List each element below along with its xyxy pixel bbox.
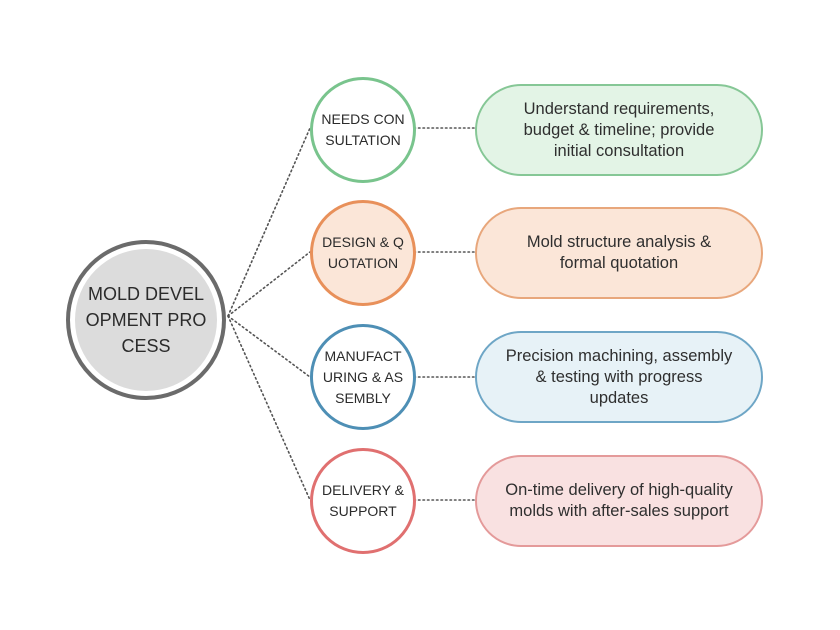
stage-description-text: On-time delivery of high-quality molds w… [505, 481, 733, 520]
connector-center-stage-1 [227, 127, 311, 317]
connector-center-stage-3 [227, 315, 311, 378]
stage-description-delivery-support: On-time delivery of high-quality molds w… [475, 455, 763, 547]
stage-node-needs-consultation: NEEDS CONSULTATION [310, 77, 416, 183]
stage-description-text: Mold structure analysis & formal quotati… [526, 233, 712, 272]
connector-center-stage-2 [227, 251, 311, 317]
stage-description-manufacturing-assembly: Precision machining, assembly & testing … [475, 331, 763, 423]
stage-node-manufacturing-assembly: MANUFACTURING & ASSEMBLY [310, 324, 416, 430]
center-label: MOLD DEVELOPMENT PROCESS [85, 284, 207, 356]
center-node: MOLD DEVELOPMENT PROCESS [66, 240, 226, 400]
stage-description-text: Understand requirements, budget & timeli… [523, 99, 715, 160]
stage-description-text: Precision machining, assembly & testing … [505, 346, 733, 407]
stage-description-needs-consultation: Understand requirements, budget & timeli… [475, 84, 763, 176]
stage-label: DELIVERY & SUPPORT [322, 482, 404, 519]
stage-description-design-quotation: Mold structure analysis & formal quotati… [475, 207, 763, 299]
connector-center-stage-4 [227, 315, 311, 501]
stage-node-delivery-support: DELIVERY & SUPPORT [310, 448, 416, 554]
stage-label: DESIGN & QUOTATION [322, 234, 404, 271]
stage-label: NEEDS CONSULTATION [321, 111, 405, 148]
stage-node-design-quotation: DESIGN & QUOTATION [310, 200, 416, 306]
stage-label: MANUFACTURING & ASSEMBLY [322, 347, 404, 406]
